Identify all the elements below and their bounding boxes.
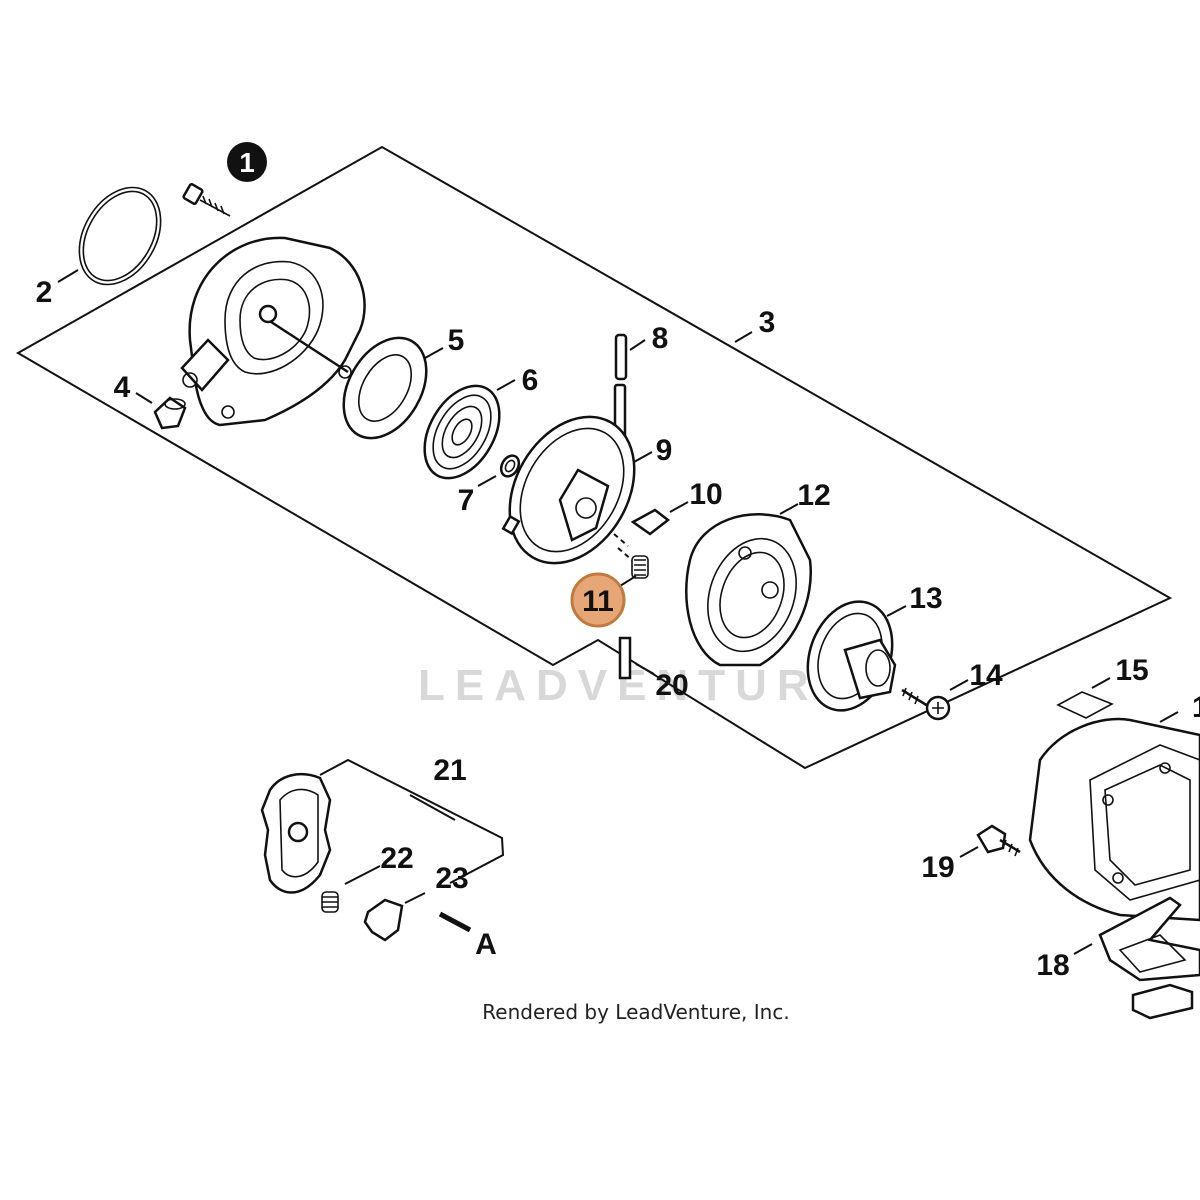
callout-10: 10 [689,478,722,511]
leader-8 [629,339,646,351]
leader-9 [633,451,653,463]
leader-19 [959,846,979,858]
bushing-part-4[interactable] [153,396,187,430]
leader-18 [1073,943,1093,955]
callout-6: 6 [522,364,539,397]
callout-16: 1 [1192,691,1200,724]
leader-22 [344,865,381,885]
leader-16 [1159,711,1179,723]
leader-15 [1091,677,1111,689]
fan-housing-part-3[interactable] [180,236,366,427]
footer-credit: Rendered by LeadVenture, Inc. [482,1000,789,1024]
recoil-housing-part-12[interactable] [685,513,812,667]
callout-7: 7 [458,484,475,517]
screw-part-14[interactable] [901,687,951,721]
leader-11 [619,575,637,587]
callout-1-badge[interactable] [227,142,267,182]
callout-5: 5 [448,324,465,357]
bolt-part-19[interactable] [976,824,1021,857]
small-washer-part-7[interactable] [498,452,523,479]
leader-14 [949,679,969,691]
driver-part-21[interactable] [260,773,332,894]
leader-13 [886,605,907,617]
callout-11-highlight[interactable] [570,572,626,628]
ring-part-2[interactable] [63,173,177,299]
leader-23 [404,892,426,904]
callout-a: A [475,928,497,961]
assembly-outline-3 [15,145,1173,770]
callout-20: 20 [655,669,688,702]
rope-rotor-part-9[interactable] [485,394,660,585]
leader-7 [477,475,497,487]
leader-4 [135,392,153,404]
screw-part-1[interactable] [182,183,231,217]
leader-2 [57,269,79,283]
subassembly-outline-21 [319,758,505,884]
callout-19: 19 [921,851,954,884]
callout-21: 21 [433,754,466,787]
starter-grip-part-13[interactable] [793,590,906,723]
callout-8: 8 [652,322,669,355]
spring-part-6[interactable] [409,373,514,492]
leader-12 [779,503,799,515]
leader-20 [635,663,655,675]
callout-12: 12 [797,479,830,512]
label-part-15[interactable] [1056,691,1114,719]
leader-11-dashed [613,533,633,561]
callout-2: 2 [36,276,53,309]
callout-23: 23 [435,862,468,895]
callout-9: 9 [656,434,673,467]
callout-18: 18 [1036,949,1069,982]
ring-inner-2 [82,190,158,282]
callout-11: 11 [582,585,614,618]
pawl-part-10[interactable] [630,508,671,536]
leader-6 [496,379,516,391]
washer-part-5[interactable] [327,323,443,453]
leader-5 [424,347,444,359]
bracket-part-18[interactable] [1098,896,1200,982]
callout-4: 4 [114,371,131,404]
callout-13: 13 [909,582,942,615]
leader-10 [669,501,689,513]
callout-1: 1 [239,147,255,178]
spring-part-22[interactable] [321,891,339,913]
small-spring-part-11[interactable] [631,555,649,579]
key-part-20[interactable] [618,636,632,680]
leader-3 [734,331,753,343]
reference-pointer-a [438,911,472,933]
leader-21 [409,794,456,821]
callout-15: 15 [1115,654,1148,687]
cover-housing-part-16[interactable] [1028,717,1200,922]
callout-14: 14 [969,659,1003,692]
callout-3: 3 [759,306,776,339]
watermark: LEADVENTURE [418,661,858,710]
pawl-part-23[interactable] [363,898,404,942]
callout-22: 22 [380,842,413,875]
cap-part-17[interactable] [1131,983,1194,1020]
